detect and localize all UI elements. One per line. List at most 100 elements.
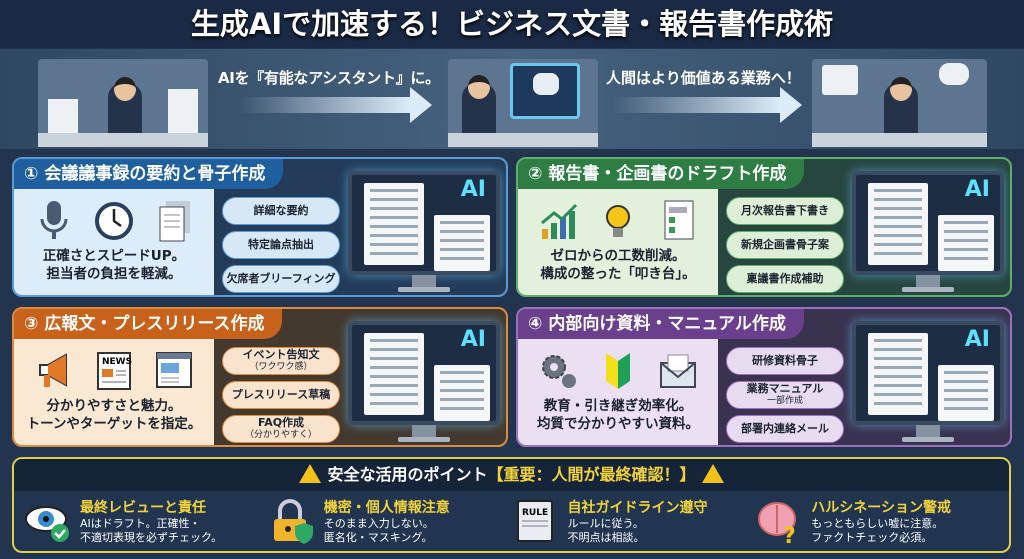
example-bubble: 特定論点抽出 (222, 231, 340, 259)
panel-description: 正確さとスピードUP。 (42, 248, 186, 264)
safety-tip-desc: AIはドラフト。正確性・ (80, 517, 201, 530)
ai-monitor-illustration: AI (852, 171, 1004, 275)
example-bubble: 新規企画書骨子案 (726, 231, 844, 259)
form-document-icon (658, 199, 698, 243)
monitor-base (902, 287, 954, 292)
example-bubble: イベント告知文（ワクワク感） (222, 347, 340, 375)
panel-summary: 正確さとスピードUP。担当者の負担を軽減。 (14, 189, 214, 295)
source-document-icon (364, 183, 424, 265)
safety-tip-desc: もっともらしい嘘に注意。 (811, 517, 944, 530)
icon-row: NEWS (14, 339, 214, 397)
eye-check-icon (24, 497, 72, 545)
example-bubbles: 研修資料骨子業務マニュアル一部作成部署内連絡メール (726, 347, 844, 445)
panel-title-text: 広報文・プレスリリース作成 (44, 314, 265, 334)
example-bubbles: 詳細な要約特定論点抽出欠席者ブリーフィング (222, 197, 340, 295)
output-document-icon (434, 365, 490, 421)
example-sublabel: （ワクワク感） (249, 362, 313, 372)
safety-tip-text: ハルシネーション警戒もっともらしい嘘に注意。ファクトチェック必須。 (811, 497, 951, 545)
safety-tip-desc: ファクトチェック必須。 (811, 531, 933, 544)
panel-description: 教育・引き継ぎ効率化。 (543, 398, 693, 414)
example-bubble: FAQ作成（分かりやすく） (222, 415, 340, 443)
lock-shield-icon (268, 497, 316, 545)
monitor-stand (916, 275, 940, 289)
example-bubble: 部署内連絡メール (726, 415, 844, 443)
source-document-icon (364, 333, 424, 415)
panel-number: ④ (528, 314, 543, 334)
panel-number: ① (24, 164, 39, 184)
source-document-icon (868, 333, 928, 415)
example-bubble: 月次報告書下書き (726, 197, 844, 225)
panel-title: ① 会議議事録の要約と骨子作成 (14, 159, 284, 189)
ai-label: AI (964, 327, 990, 352)
svg-text:RULE: RULE (522, 508, 548, 518)
monitor-base (398, 437, 450, 442)
example-bubbles: 月次報告書下書き新規企画書骨子案稟議書作成補助 (726, 197, 844, 295)
step2-caption: 人間はより価値ある業務へ！ (606, 69, 801, 87)
safety-tip: ?ハルシネーション警戒もっともらしい嘘に注意。ファクトチェック必須。 (755, 497, 999, 549)
panel-title: ③ 広報文・プレスリリース作成 (14, 309, 283, 339)
example-label: 稟議書作成補助 (746, 272, 824, 285)
example-label: 詳細な要約 (253, 204, 309, 217)
safety-tip-desc: 不適切表現を必ずチェック。 (80, 531, 223, 544)
example-bubble: プレスリリース草稿 (222, 381, 340, 409)
example-label: イベント告知文 (242, 348, 320, 361)
megaphone-icon (34, 349, 74, 393)
clock-icon (94, 199, 134, 243)
use-case-panel: ① 会議議事録の要約と骨子作成正確さとスピードUP。担当者の負担を軽減。詳細な要… (12, 157, 508, 297)
panel-title: ② 報告書・企画書のドラフト作成 (518, 159, 805, 189)
example-bubble: 研修資料骨子 (726, 347, 844, 375)
safety-tip-title: 自社ガイドライン遵守 (567, 500, 708, 516)
safety-tip-desc: 匿名化・マスキング。 (323, 531, 433, 544)
output-document-icon (938, 215, 994, 271)
panel-number: ③ (24, 314, 39, 334)
example-bubbles: イベント告知文（ワクワク感） プレスリリース草稿 FAQ作成（分かりやすく） (222, 347, 340, 445)
ai-monitor-illustration: AI (348, 171, 500, 275)
example-label: 特定論点抽出 (248, 238, 314, 251)
panel-description: 構成の整った「叩き台」。 (540, 266, 696, 282)
panel-description: トーンやターゲットを指定。 (26, 416, 202, 432)
ai-label: AI (460, 327, 486, 352)
panel-description: 均質で分かりやすい資料。 (537, 416, 699, 432)
example-label: FAQ作成 (257, 416, 305, 429)
example-label: 月次報告書下書き (741, 204, 829, 217)
arrow-right-icon (240, 87, 432, 123)
brain-question-icon: ? (755, 497, 803, 549)
panel-title-text: 報告書・企画書のドラフト作成 (548, 164, 787, 184)
webpage-icon (154, 349, 194, 393)
safety-tip-text: 自社ガイドライン遵守ルールに従う。不明点は相談。 (568, 497, 708, 545)
ai-monitor-illustration: AI (852, 321, 1004, 425)
arrow-right-icon (612, 87, 802, 123)
monitor-stand (412, 275, 436, 289)
warning-icon (299, 464, 322, 483)
page-title: 生成AIで加速する！ビジネス文書・報告書作成術 (0, 0, 1024, 48)
source-document-icon (868, 183, 928, 265)
panel-title-text: 会議議事録の要約と骨子作成 (44, 164, 266, 184)
icon-row (518, 339, 718, 397)
stressed-worker-illustration (38, 59, 208, 147)
safety-tip: 機密・個人情報注意そのまま入力しない。匿名化・マスキング。 (268, 497, 512, 545)
panel-title-text: 内部向け資料・マニュアル作成 (548, 314, 786, 334)
icon-row (14, 189, 214, 247)
step1-caption: AIを『有能なアシスタント』に。 (218, 69, 440, 87)
ai-label: AI (964, 177, 990, 202)
monitor-stand (916, 425, 940, 439)
panel-summary: ゼロからの工数削減。構成の整った「叩き台」。 (518, 189, 718, 295)
example-bubble: 詳細な要約 (222, 197, 340, 225)
workflow-banner: AIを『有能なアシスタント』に。 人間はより価値ある業務へ！ (0, 49, 1024, 149)
news-icon: NEWS (94, 349, 134, 393)
svg-text:NEWS: NEWS (102, 357, 132, 367)
example-sublabel: （分かりやすく） (244, 430, 317, 440)
safety-tip-title: ハルシネーション警戒 (811, 500, 951, 516)
example-bubble: 業務マニュアル一部作成 (726, 381, 844, 409)
safety-emphasis: 【重要：人間が最終確認！】 (487, 465, 696, 484)
example-label: 研修資料骨子 (752, 354, 818, 367)
safety-tip-desc: そのまま入力しない。 (323, 517, 434, 530)
panel-description: ゼロからの工数削減。 (550, 248, 686, 264)
example-label: プレスリリース草稿 (231, 388, 331, 401)
use-case-panel: ② 報告書・企画書のドラフト作成ゼロからの工数削減。構成の整った「叩き台」。月次… (516, 157, 1012, 297)
productive-worker-illustration (812, 59, 987, 147)
safety-header: 安全な活用のポイント【重要：人間が最終確認！】 (14, 459, 1009, 491)
